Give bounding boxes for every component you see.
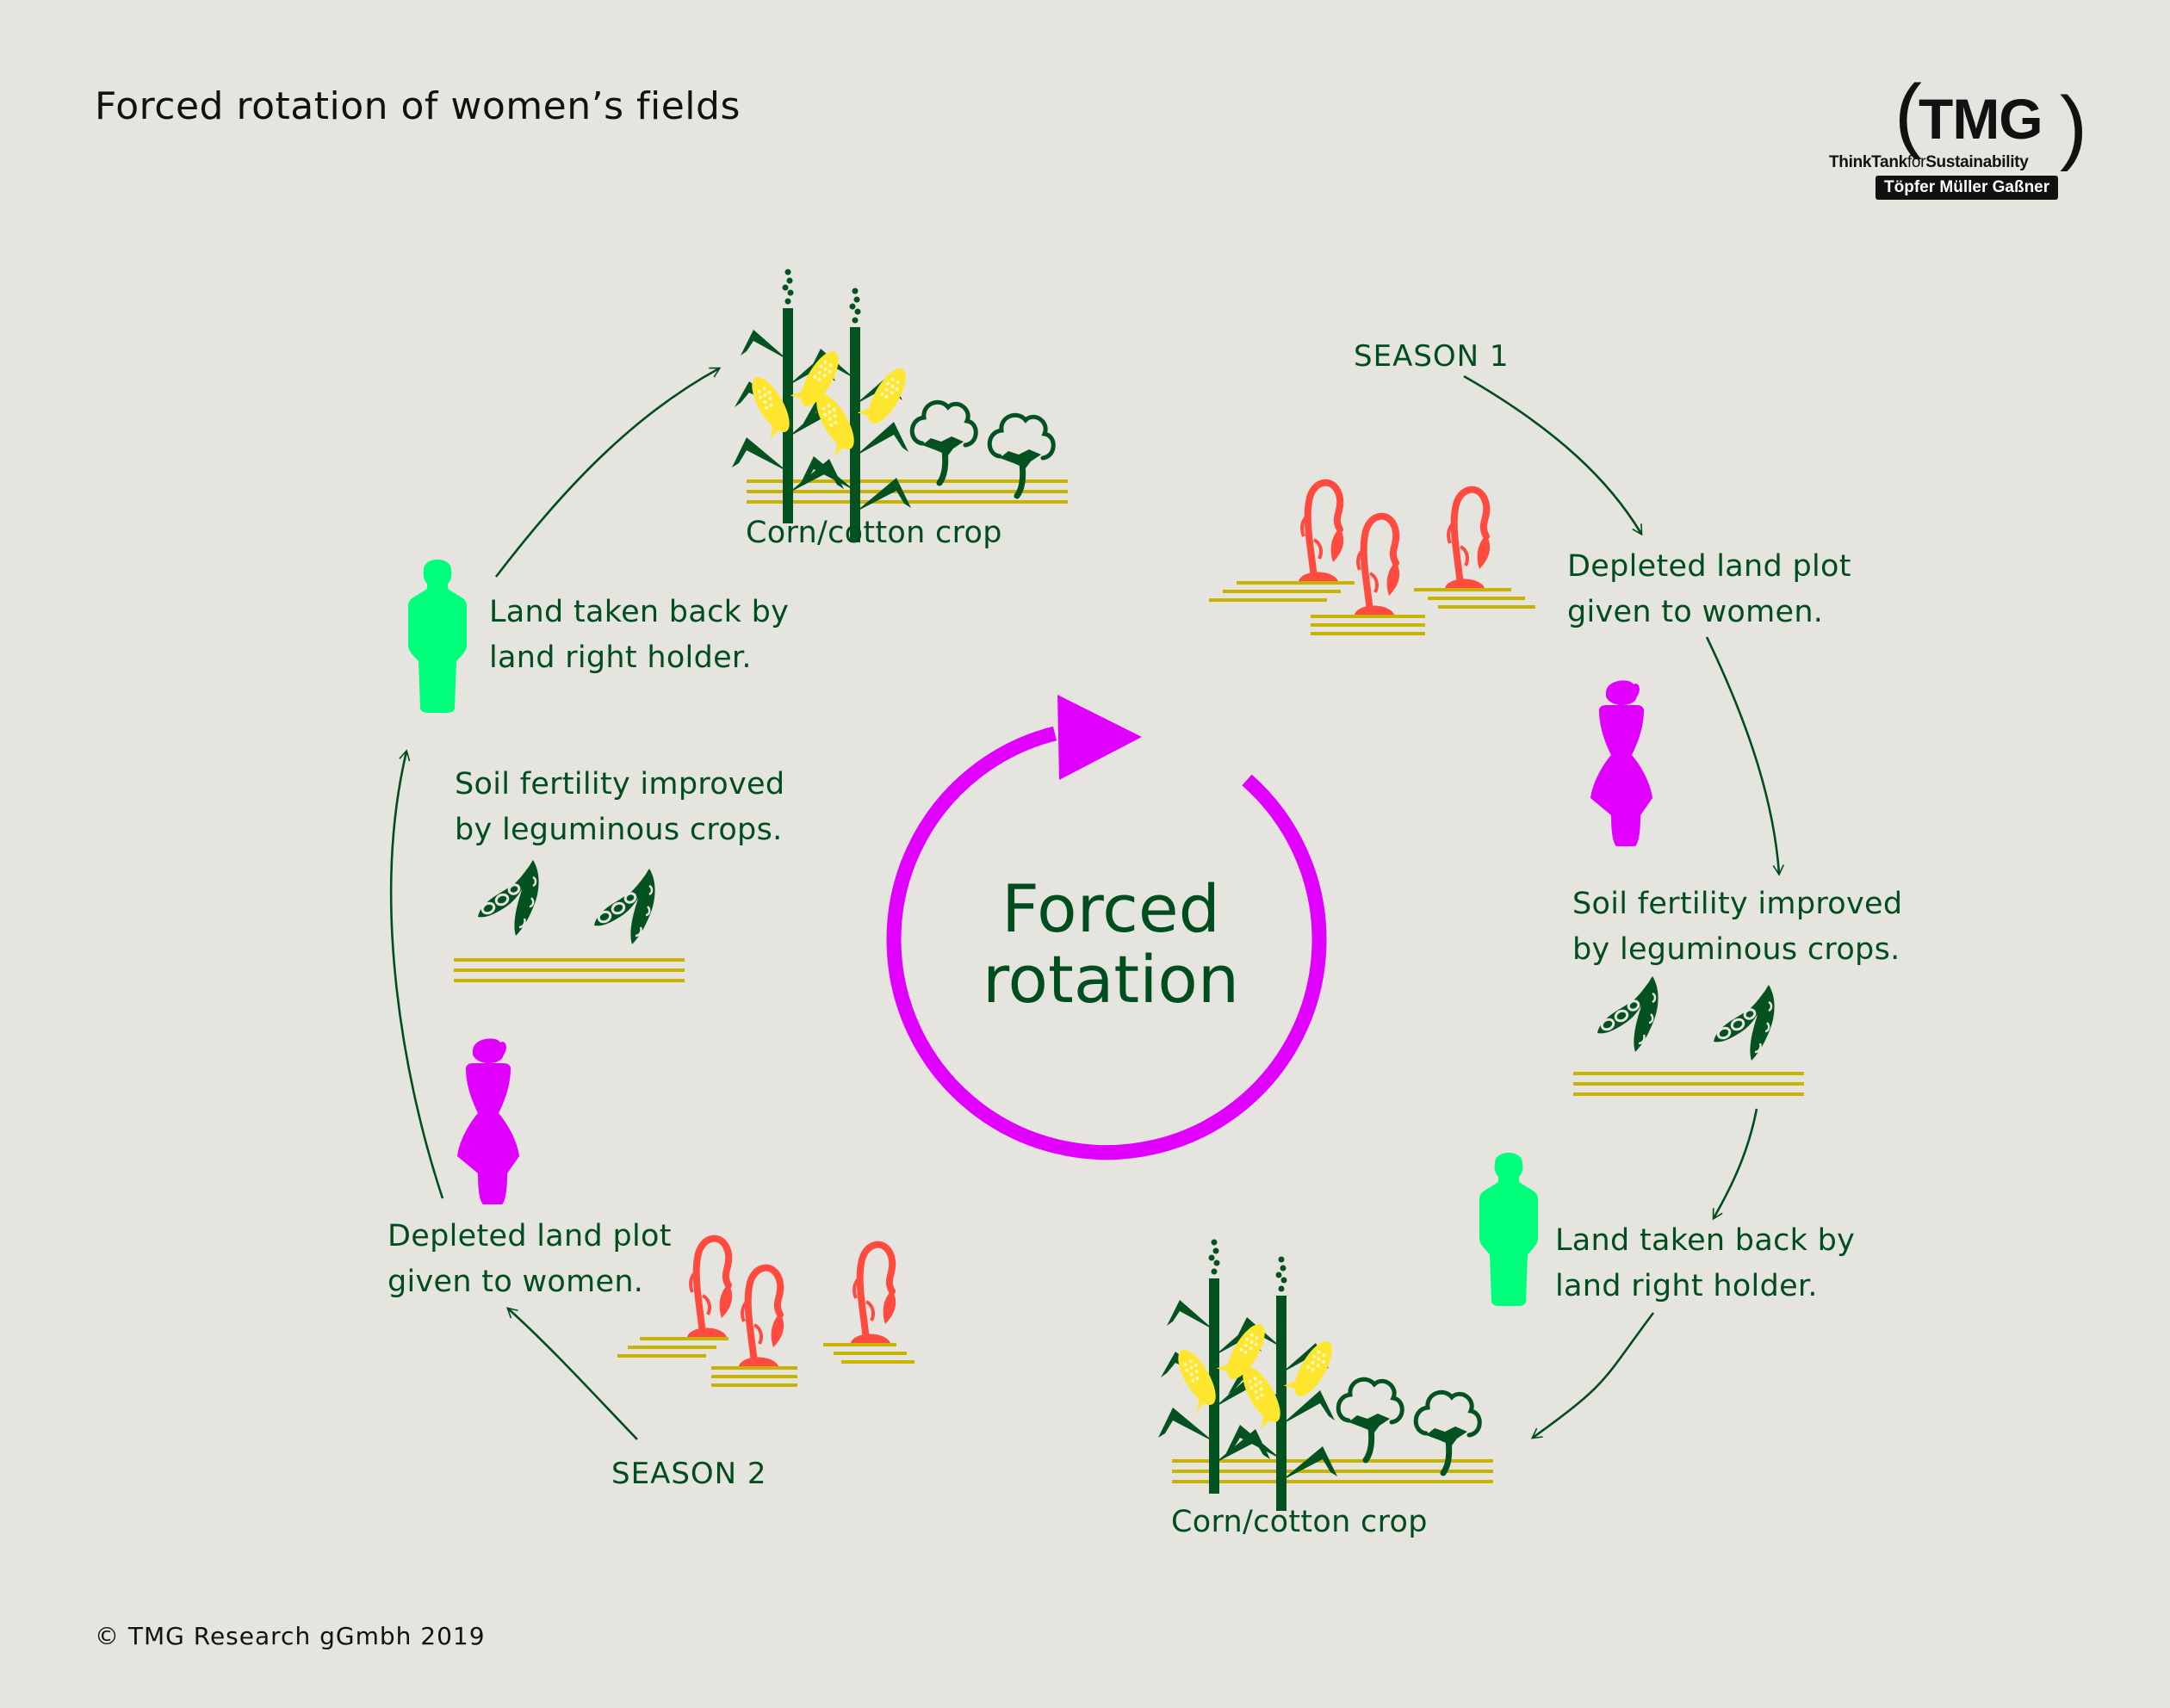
season2-step-corn-cotton: Corn/cotton crop: [746, 516, 1002, 550]
logo-tagline-part3: Sustainability: [1925, 153, 2029, 171]
flow-arrow-women-to-legumes: [1705, 636, 1785, 876]
corn-cotton-illustration-bottom: [1158, 1239, 1493, 1511]
wilted-plant-icon: [1445, 490, 1490, 588]
wilted-plants-illustration-season2: [617, 1239, 914, 1387]
logo-tagline-part1: ThinkTank: [1829, 153, 1907, 171]
season2-step-taken-back: Land taken back by land right holder.: [489, 595, 790, 675]
copyright-text: © TMG Research gGmbh 2019: [95, 1622, 486, 1650]
flow-arrow-legumes-to-holder: [1712, 1108, 1758, 1221]
logo-tagline: ThinkTankforSustainability: [1829, 153, 2029, 172]
season2-step-legumes: Soil fertility improved by leguminous cr…: [455, 767, 785, 847]
bean-pods-illustration-right: [1573, 975, 1804, 1096]
tmg-logo: ( TMG ) ThinkTankforSustainability Töpfe…: [1826, 68, 2087, 208]
cycle-arrow-ring: [886, 726, 1327, 1160]
flow-arrow-holder-to-crop-top: [494, 367, 722, 578]
flow-arrow-season1-to-depleted: [1463, 374, 1643, 536]
flow-arrow-women-to-holder: [389, 749, 444, 1199]
season1-step-taken-back: Land taken back by land right holder.: [1555, 1223, 1856, 1303]
flow-arrow-holder-to-crop: [1530, 1312, 1655, 1439]
bean-pods-icon: [476, 858, 541, 938]
season1-step-corn-cotton: Corn/cotton crop: [1171, 1505, 1428, 1539]
bean-pods-icon: [592, 867, 657, 946]
center-label: Forced rotation: [982, 870, 1240, 1018]
wilted-plant-icon: [739, 1268, 784, 1366]
man-icon: [408, 560, 467, 713]
logo-mark: TMG: [1919, 87, 2043, 151]
cotton-icon: [989, 415, 1053, 496]
logo-names: Töpfer Müller Gaßner: [1876, 176, 2059, 200]
wilted-plants-illustration-season1: [1209, 483, 1535, 635]
season1-label: SEASON 1: [1354, 339, 1510, 374]
wilted-plant-icon: [851, 1245, 896, 1343]
corn-icon: [1158, 1239, 1270, 1494]
season1-step-legumes: Soil fertility improved by leguminous cr…: [1572, 887, 1903, 967]
wilted-plant-icon: [1355, 517, 1399, 615]
season1-step-depleted: Depleted land plot given to women.: [1567, 549, 1851, 629]
corn-cotton-illustration-top: [732, 269, 1068, 542]
logo-paren-right: ): [2060, 80, 2087, 172]
woman-icon: [457, 1038, 519, 1204]
man-icon: [1479, 1153, 1538, 1306]
flow-arrow-season2-to-depleted: [506, 1307, 638, 1440]
logo-tagline-part2: for: [1906, 153, 1926, 171]
bean-pods-icon: [1712, 983, 1776, 1062]
season2-step-depleted: Depleted land plot given to women.: [388, 1219, 672, 1299]
bean-pods-icon: [1596, 975, 1660, 1054]
season2-label: SEASON 2: [611, 1457, 767, 1491]
wilted-plant-icon: [687, 1239, 732, 1337]
bean-pods-illustration-left: [454, 858, 685, 982]
wilted-plant-icon: [1299, 483, 1343, 581]
logo-paren-left: (: [1894, 68, 1922, 160]
cotton-icon: [912, 402, 976, 483]
woman-icon: [1590, 680, 1652, 846]
cotton-icon: [1338, 1379, 1402, 1460]
page-title: Forced rotation of women’s fields: [95, 84, 741, 128]
flow-arrows: [389, 367, 1785, 1440]
cycle-arrowhead: [1057, 695, 1142, 780]
cycle-arrow-icon: [886, 695, 1327, 1160]
corn-cob-icon: [856, 360, 914, 430]
